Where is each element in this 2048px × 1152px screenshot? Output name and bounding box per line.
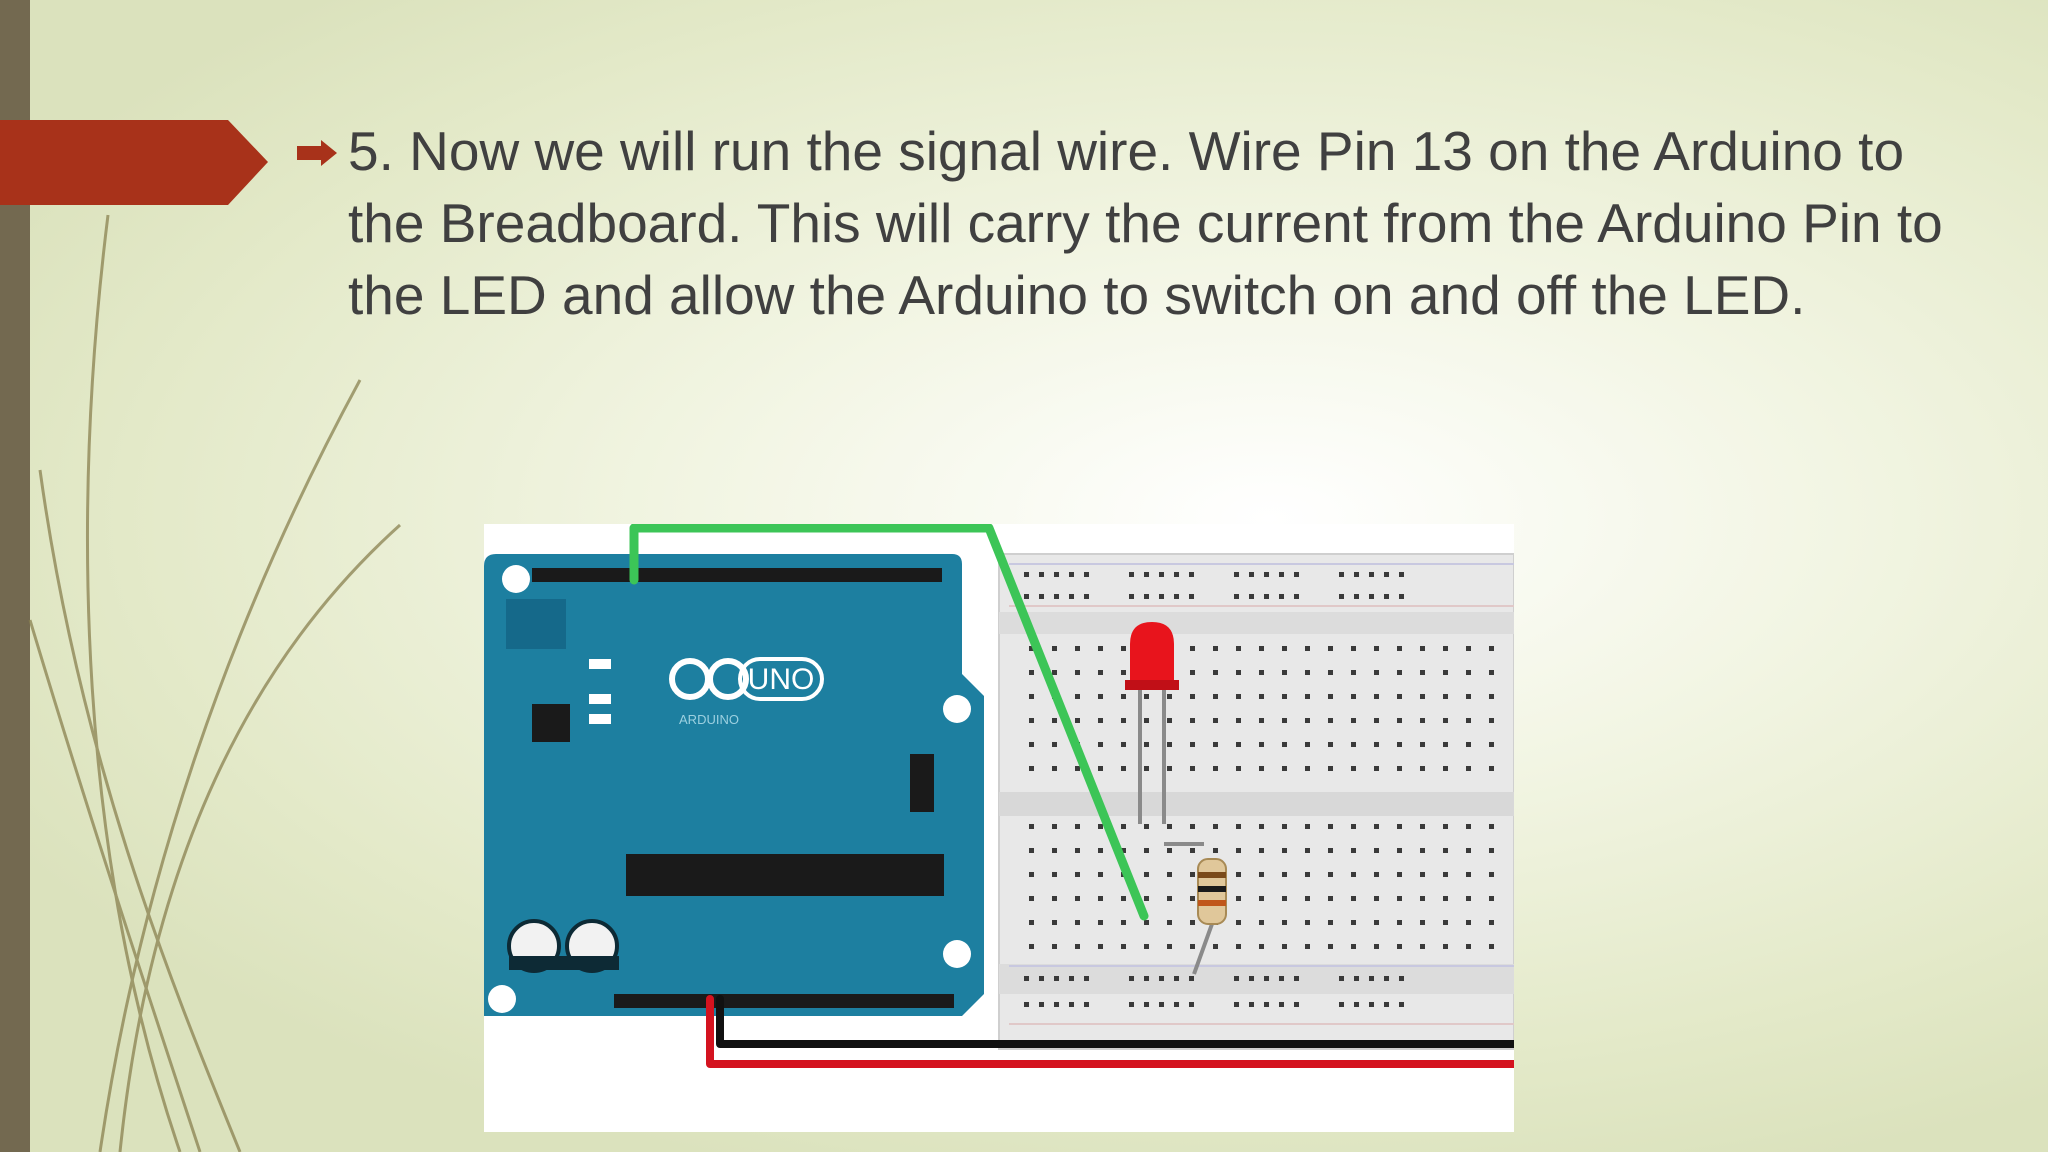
arduino-board: UNO ARDUINO <box>484 554 984 1016</box>
ground-wire <box>716 995 1514 1048</box>
red-led <box>1125 622 1179 824</box>
arduino-breadboard-figure: UNO ARDUINO <box>484 524 1514 1132</box>
arrow-bullet-icon <box>297 140 337 166</box>
breadboard <box>998 553 1514 1050</box>
board-brand-text: ARDUINO <box>679 712 739 727</box>
board-logo-text: UNO <box>748 663 815 696</box>
signal-wire <box>629 524 1149 921</box>
power-wire <box>706 995 1514 1068</box>
bullet-text: 5. Now we will run the signal wire. Wire… <box>348 120 1943 326</box>
wires <box>629 524 1514 1068</box>
resistor <box>1164 842 1227 975</box>
title-accent-tab <box>0 120 268 205</box>
